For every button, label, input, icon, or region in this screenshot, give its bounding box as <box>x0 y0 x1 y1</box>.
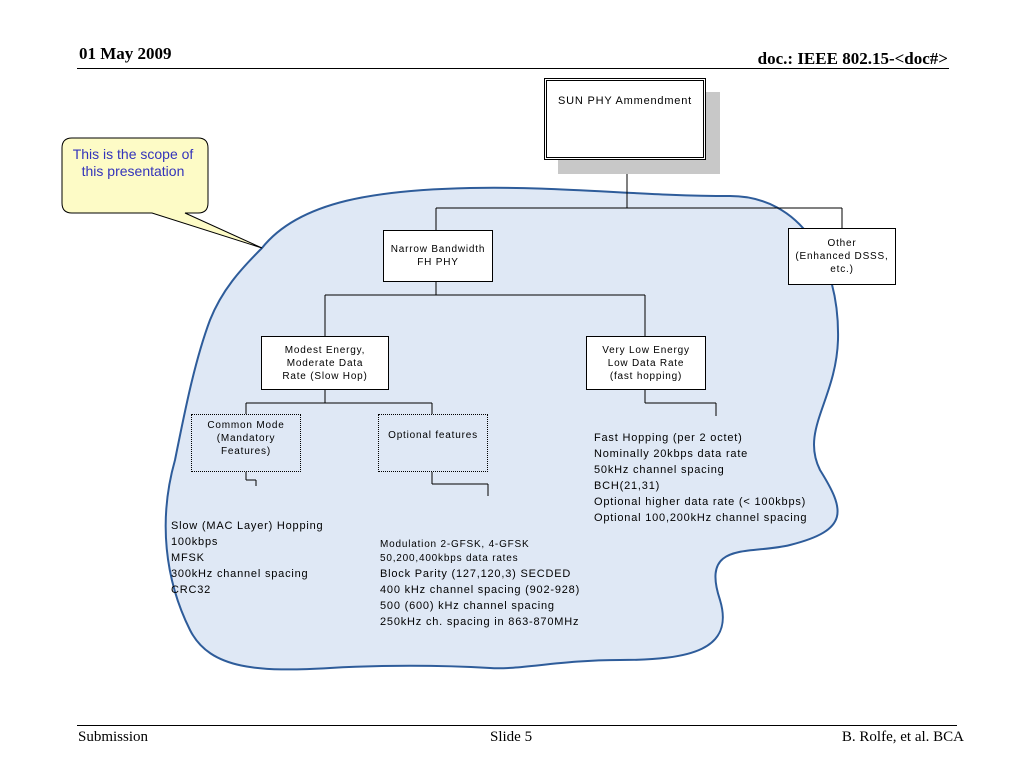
node-narrow-line-1: Narrow Bandwidth <box>390 244 486 255</box>
detail-line: Fast Hopping (per 2 octet) <box>594 432 743 444</box>
node-narrow-bandwidth: Narrow Bandwidth FH PHY <box>383 230 493 282</box>
node-optional-label: Optional features <box>388 430 478 441</box>
detail-line: 50,200,400kbps data rates <box>380 553 519 564</box>
node-optional-features: Optional features <box>378 414 488 472</box>
detail-line: Optional higher data rate (< 100kbps) <box>594 496 807 508</box>
header-date: 01 May 2009 <box>79 44 172 63</box>
node-common-line-3: Features) <box>220 446 271 457</box>
node-other-line-2: (Enhanced DSSS, <box>795 251 889 262</box>
footer-divider <box>77 725 957 726</box>
node-modest-line-2: Moderate Data <box>286 357 364 369</box>
detail-line: 400 kHz channel spacing (902-928) <box>380 584 581 596</box>
node-verylow-line-3: (fast hopping) <box>609 370 683 382</box>
root-node-label: SUN PHY Ammendment <box>557 95 693 107</box>
tree-connectors <box>245 160 843 496</box>
node-verylow-line-2: Low Data Rate <box>607 357 685 369</box>
callout-text: This is the scope of this presentation <box>72 146 194 179</box>
node-modest-line-3: Rate (Slow Hop) <box>282 370 368 382</box>
detail-line: BCH(21,31) <box>594 480 661 492</box>
footer-submission: Submission <box>78 729 149 745</box>
node-verylow-line-1: Very Low Energy <box>602 344 690 356</box>
detail-line: Block Parity (127,120,3) SECDED <box>380 568 572 580</box>
node-common-line-1: Common Mode <box>207 420 285 431</box>
detail-line: Nominally 20kbps data rate <box>594 448 749 460</box>
header-doc-id: doc.: IEEE 802.15-<doc#> <box>757 49 948 68</box>
detail-line: Optional 100,200kHz channel spacing <box>594 512 808 524</box>
node-common-mode: Common Mode (Mandatory Features) <box>191 414 301 472</box>
callout-bubble <box>61 137 263 249</box>
detail-line: CRC32 <box>171 584 212 596</box>
footer-slide-number: Slide 5 <box>490 729 533 745</box>
footer-authors: B. Rolfe, et al. BCA <box>841 729 964 745</box>
scope-blob <box>164 186 840 671</box>
detail-line: 50kHz channel spacing <box>594 464 725 476</box>
node-very-low-energy: Very Low Energy Low Data Rate (fast hopp… <box>586 336 706 390</box>
node-modest-energy: Modest Energy, Moderate Data Rate (Slow … <box>261 336 389 390</box>
node-narrow-line-2: FH PHY <box>417 257 459 268</box>
details-slow-hopping: Slow (MAC Layer) Hopping 100kbps MFSK 30… <box>171 518 323 598</box>
detail-line: 300kHz channel spacing <box>171 568 309 580</box>
node-modest-line-1: Modest Energy, <box>284 344 366 356</box>
header-divider <box>77 68 949 69</box>
detail-line: 500 (600) kHz channel spacing <box>380 600 555 612</box>
details-optional-features: Modulation 2-GFSK, 4-GFSK 50,200,400kbps… <box>380 538 580 630</box>
detail-line: Slow (MAC Layer) Hopping <box>171 520 324 532</box>
node-common-line-2: (Mandatory <box>216 433 276 444</box>
root-node-sun-phy: SUN PHY Ammendment <box>544 78 706 160</box>
detail-line: 100kbps <box>171 536 219 548</box>
detail-line: 250kHz ch. spacing in 863-870MHz <box>380 616 580 628</box>
node-other-line-1: Other <box>827 238 857 249</box>
details-fast-hopping: Fast Hopping (per 2 octet) Nominally 20k… <box>594 430 807 526</box>
node-other-line-3: etc.) <box>830 264 854 275</box>
node-other: Other (Enhanced DSSS, etc.) <box>788 228 896 285</box>
detail-line: Modulation 2-GFSK, 4-GFSK <box>380 539 530 550</box>
detail-line: MFSK <box>171 552 205 564</box>
